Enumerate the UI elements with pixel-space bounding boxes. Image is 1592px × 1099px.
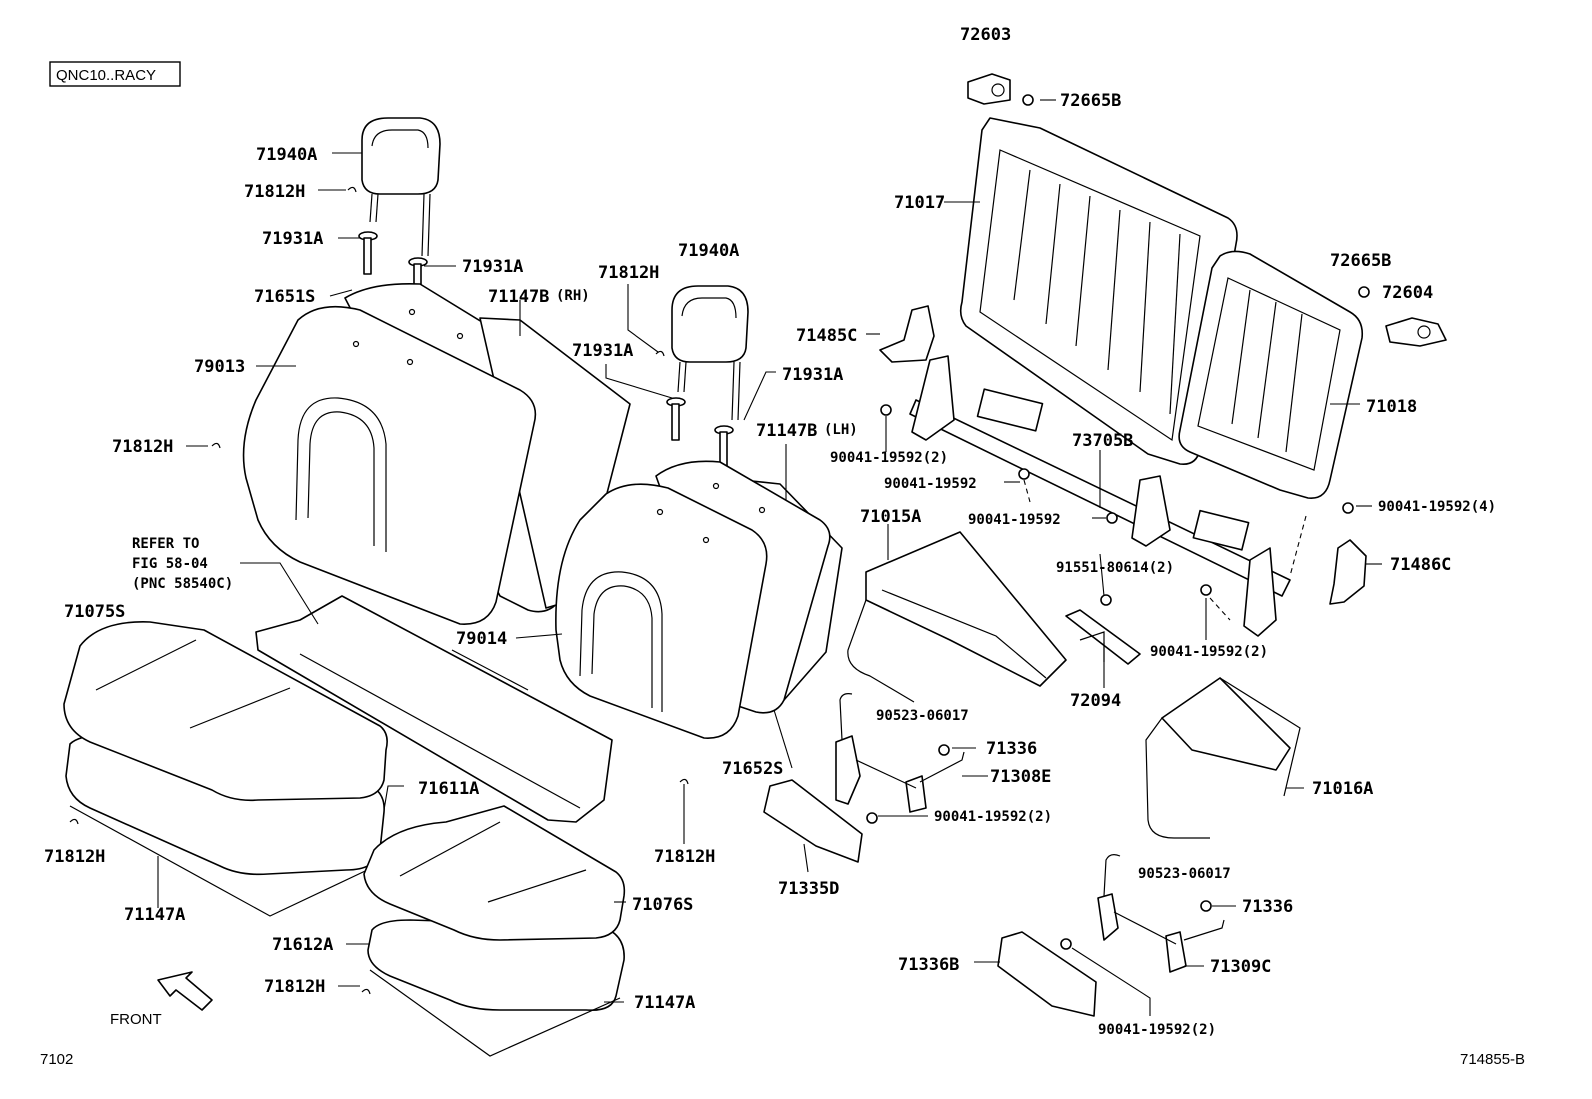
label-71076s[interactable]: 71076S bbox=[632, 895, 693, 915]
part-labels: 72603 72665B 71940A 71812H 71931A 71931A… bbox=[44, 25, 1496, 1038]
label-71335d[interactable]: 71335D bbox=[778, 879, 839, 899]
cap-72665b-top[interactable] bbox=[1022, 94, 1034, 106]
label-71652s[interactable]: 71652S bbox=[722, 759, 783, 779]
label-71147b-rh-suffix: (RH) bbox=[556, 288, 590, 304]
seatback-lh[interactable] bbox=[555, 482, 768, 739]
label-71015a[interactable]: 71015A bbox=[860, 507, 921, 527]
label-72603[interactable]: 72603 bbox=[960, 25, 1011, 45]
label-71147b-lh[interactable]: 71147B bbox=[756, 421, 817, 441]
headrest-guide-1[interactable] bbox=[358, 231, 378, 275]
label-72665b-top[interactable]: 72665B bbox=[1060, 91, 1121, 111]
front-arrow-icon bbox=[157, 971, 213, 1011]
seatback-rh[interactable] bbox=[242, 305, 537, 625]
label-71931a-3[interactable]: 71931A bbox=[572, 341, 633, 361]
label-71308e[interactable]: 71308E bbox=[990, 767, 1051, 787]
hinge-cover-71335d[interactable] bbox=[763, 779, 863, 863]
hinge-bracket-71486c[interactable] bbox=[1329, 539, 1367, 605]
striker-72094[interactable] bbox=[1065, 609, 1141, 665]
refer-line-2: FIG 58-04 bbox=[132, 556, 208, 572]
headrest-guide-2[interactable] bbox=[408, 257, 428, 301]
label-71940a-left[interactable]: 71940A bbox=[256, 145, 317, 165]
label-90523-b[interactable]: 90523-06017 bbox=[1138, 866, 1231, 882]
label-71147b-lh-suffix: (LH) bbox=[824, 422, 858, 438]
headrest-right[interactable] bbox=[671, 285, 749, 421]
label-71940a-right[interactable]: 71940A bbox=[678, 241, 739, 261]
label-71651s[interactable]: 71651S bbox=[254, 287, 315, 307]
label-71017[interactable]: 71017 bbox=[894, 193, 945, 213]
label-90041-f[interactable]: 90041-19592(2) bbox=[934, 809, 1052, 825]
label-71336-a[interactable]: 71336 bbox=[986, 739, 1037, 759]
label-71931a-1[interactable]: 71931A bbox=[262, 229, 323, 249]
label-71812h-bl[interactable]: 71812H bbox=[44, 847, 105, 867]
leg-frame-71015a[interactable] bbox=[847, 531, 1067, 703]
headrest-guide-3[interactable] bbox=[666, 397, 686, 441]
seat-cushion-cover-rh bbox=[69, 805, 381, 917]
refer-line-3: (PNC 58540C) bbox=[132, 576, 233, 592]
cap-72665b-right[interactable] bbox=[1358, 286, 1370, 298]
label-90041-d[interactable]: 90041-19592(4) bbox=[1378, 499, 1496, 515]
label-73705b[interactable]: 73705B bbox=[1072, 431, 1133, 451]
bolt-icons bbox=[866, 404, 1354, 950]
label-71018[interactable]: 71018 bbox=[1366, 397, 1417, 417]
label-71931a-4[interactable]: 71931A bbox=[782, 365, 843, 385]
drawing-id: 714855-B bbox=[1460, 1051, 1525, 1068]
front-label: FRONT bbox=[110, 1011, 162, 1028]
label-71812h-mid[interactable]: 71812H bbox=[598, 263, 659, 283]
label-71812h-bottom[interactable]: 71812H bbox=[264, 977, 325, 997]
leg-frame-71016a[interactable] bbox=[1145, 677, 1301, 839]
figure-number: 7102 bbox=[40, 1051, 73, 1068]
label-90041-c[interactable]: 90041-19592 bbox=[968, 512, 1061, 528]
refer-line-1: REFER TO bbox=[132, 536, 199, 552]
label-79013[interactable]: 79013 bbox=[194, 357, 245, 377]
label-71075s[interactable]: 71075S bbox=[64, 602, 125, 622]
label-90523-a[interactable]: 90523-06017 bbox=[876, 708, 969, 724]
label-71336b[interactable]: 71336B bbox=[898, 955, 959, 975]
seat-cushion-rh[interactable] bbox=[63, 621, 388, 802]
label-71812h-left[interactable]: 71812H bbox=[112, 437, 173, 457]
label-71336-b[interactable]: 71336 bbox=[1242, 897, 1293, 917]
label-71812h-center[interactable]: 71812H bbox=[654, 847, 715, 867]
label-71016a[interactable]: 71016A bbox=[1312, 779, 1373, 799]
seat-cushion-lh[interactable] bbox=[363, 805, 626, 941]
label-72094[interactable]: 72094 bbox=[1070, 691, 1121, 711]
label-71147a-1[interactable]: 71147A bbox=[124, 905, 185, 925]
hinge-bracket-71485c[interactable] bbox=[879, 305, 935, 363]
label-71931a-2[interactable]: 71931A bbox=[462, 257, 523, 277]
label-90041-g[interactable]: 90041-19592(2) bbox=[1098, 1022, 1216, 1038]
label-72665b-right[interactable]: 72665B bbox=[1330, 251, 1391, 271]
label-71812h-top[interactable]: 71812H bbox=[244, 182, 305, 202]
label-71612a[interactable]: 71612A bbox=[272, 935, 333, 955]
label-72604[interactable]: 72604 bbox=[1382, 283, 1433, 303]
label-90041-a[interactable]: 90041-19592(2) bbox=[830, 450, 948, 466]
headrest-left[interactable] bbox=[361, 117, 441, 257]
hinge-cover-71336b[interactable] bbox=[997, 931, 1097, 1017]
seatback-frame-lh[interactable] bbox=[1178, 250, 1364, 499]
hinge-bracket-71308e[interactable] bbox=[835, 693, 965, 813]
label-90041-e[interactable]: 90041-19592(2) bbox=[1150, 644, 1268, 660]
hog-ring-icons bbox=[69, 186, 689, 995]
model-box-text: QNC10..RACY bbox=[56, 67, 156, 84]
label-71485c[interactable]: 71485C bbox=[796, 326, 857, 346]
label-71486c[interactable]: 71486C bbox=[1390, 555, 1451, 575]
label-90041-b[interactable]: 90041-19592 bbox=[884, 476, 977, 492]
label-91551[interactable]: 91551-80614(2) bbox=[1056, 560, 1174, 576]
label-79014[interactable]: 79014 bbox=[456, 629, 507, 649]
refer-note: REFER TO FIG 58-04 (PNC 58540C) bbox=[132, 536, 233, 592]
label-71309c[interactable]: 71309C bbox=[1210, 957, 1271, 977]
label-71147a-2[interactable]: 71147A bbox=[634, 993, 695, 1013]
label-71147b-rh[interactable]: 71147B bbox=[488, 287, 549, 307]
lock-handle-72604[interactable] bbox=[1385, 317, 1447, 347]
leader-lines bbox=[157, 99, 1382, 1016]
seat-cushion-pad-lh[interactable] bbox=[367, 919, 625, 1012]
center-panel-board[interactable] bbox=[255, 595, 613, 823]
label-71611a[interactable]: 71611A bbox=[418, 779, 479, 799]
lock-handle-72603[interactable] bbox=[967, 73, 1011, 105]
seatback-frame-rh[interactable] bbox=[959, 117, 1238, 466]
seat-cushion-cover-lh bbox=[369, 969, 621, 1057]
model-box: QNC10..RACY bbox=[49, 61, 181, 87]
